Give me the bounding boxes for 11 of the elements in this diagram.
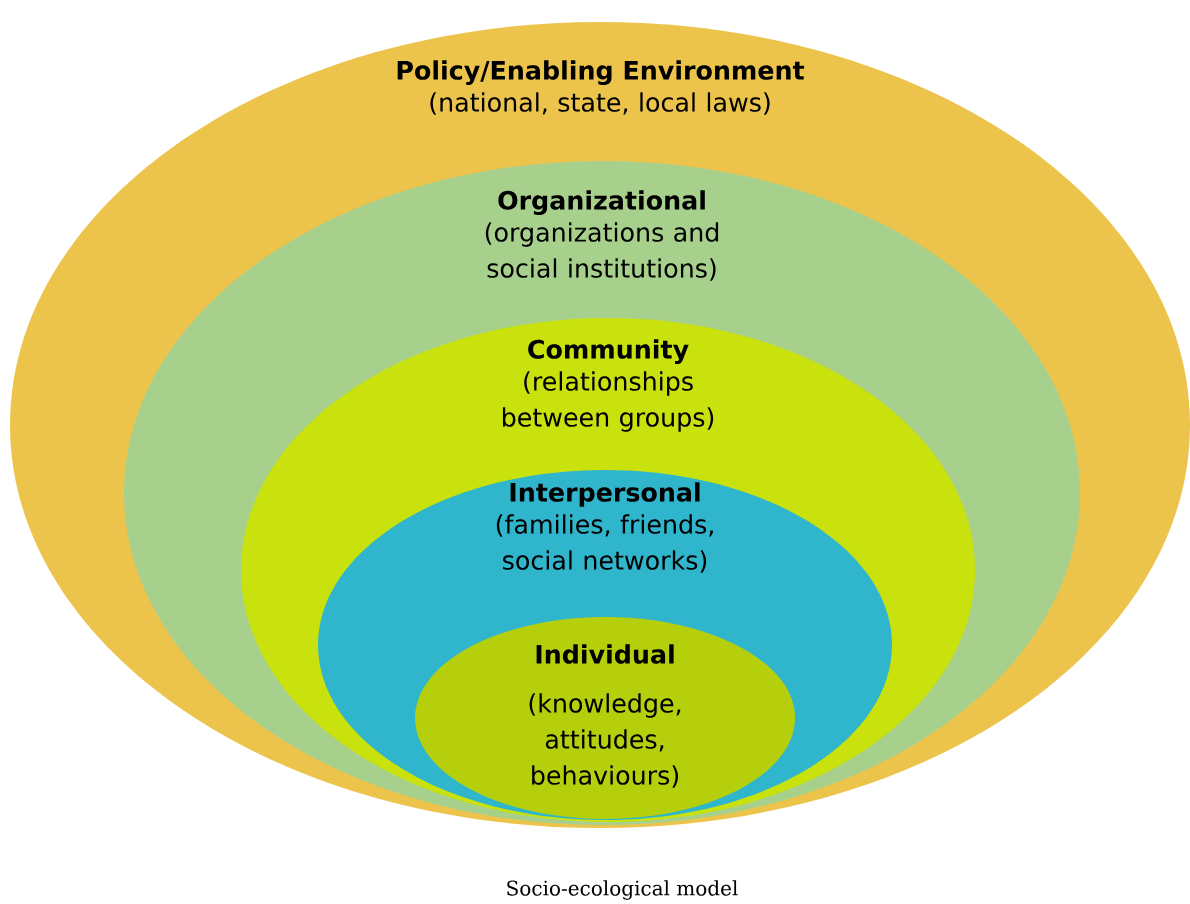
layer-description: (national, state, local laws): [430, 92, 770, 115]
layer-description: (knowledge, attitudes, behaviours): [529, 693, 681, 788]
caption: Socio-ecological model: [507, 880, 738, 900]
layer-heading: Policy/Enabling Environment: [397, 60, 805, 85]
layer-heading: Community: [528, 339, 689, 364]
layer-description: (organizations and social institutions): [485, 222, 719, 281]
layer-heading: Interpersonal: [510, 482, 700, 507]
layer-description: (families, friends, social networks): [496, 514, 713, 573]
layer-description: (relationships between groups): [503, 371, 714, 432]
layer-heading: Individual: [536, 644, 674, 664]
layer-heading: Organizational: [498, 190, 705, 215]
